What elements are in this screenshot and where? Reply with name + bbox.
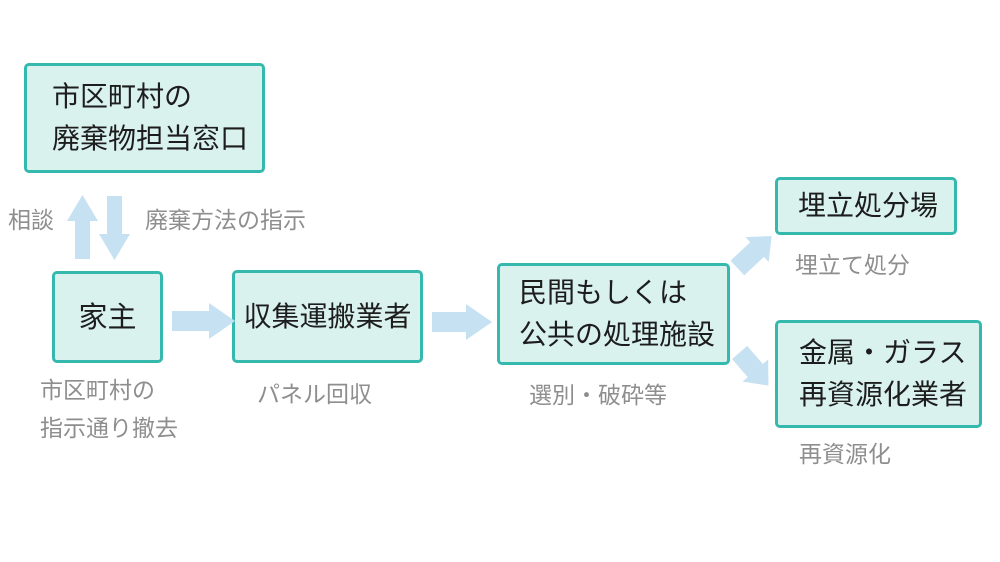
label-landfill-disposal: 埋立て処分 (795, 253, 910, 279)
arrow-up-icon (67, 195, 98, 259)
arrow-down-icon (99, 196, 130, 260)
node-processing-facility-line2: 公共の処理施設 (519, 318, 716, 351)
arrow-right-icon (432, 304, 492, 340)
node-metal-glass-recycler: 金属・ガラス 再資源化業者 (775, 320, 982, 428)
arrow-up-right-icon (726, 224, 784, 281)
node-collection-transport-company: 収集運搬業者 (232, 270, 423, 363)
label-recycling: 再資源化 (799, 442, 891, 468)
node-municipal-waste-office: 市区町村の 廃棄物担当窓口 (24, 63, 265, 173)
node-landfill-site-line1: 埋立処分場 (798, 189, 939, 222)
label-consult: 相談 (8, 208, 54, 234)
node-processing-facility: 民間もしくは 公共の処理施設 (497, 263, 730, 365)
node-municipal-waste-office-line2: 廃棄物担当窓口 (52, 122, 249, 155)
label-sorting-crushing: 選別・破砕等 (529, 383, 667, 409)
node-landfill-site: 埋立処分場 (775, 177, 957, 235)
node-metal-glass-recycler-line2: 再資源化業者 (799, 378, 968, 411)
label-disposal-method-instruction: 廃棄方法の指示 (145, 208, 306, 234)
node-homeowner: 家主 (52, 271, 163, 363)
label-removal-per-instruction-line2: 指示通り撤去 (40, 416, 178, 442)
label-removal-per-instruction-line1: 市区町村の (40, 378, 155, 404)
node-homeowner-line1: 家主 (78, 300, 137, 334)
node-collection-transport-company-line1: 収集運搬業者 (243, 299, 412, 333)
label-removal-per-instruction: 市区町村の 指示通り撤去 (40, 372, 178, 448)
node-processing-facility-line1: 民間もしくは (519, 276, 688, 309)
node-metal-glass-recycler-line1: 金属・ガラス (799, 336, 967, 369)
label-panel-collection: パネル回収 (257, 382, 372, 408)
arrow-right-icon (172, 303, 235, 339)
node-municipal-waste-office-line1: 市区町村の (52, 80, 193, 113)
arrow-down-right-icon (727, 341, 782, 397)
